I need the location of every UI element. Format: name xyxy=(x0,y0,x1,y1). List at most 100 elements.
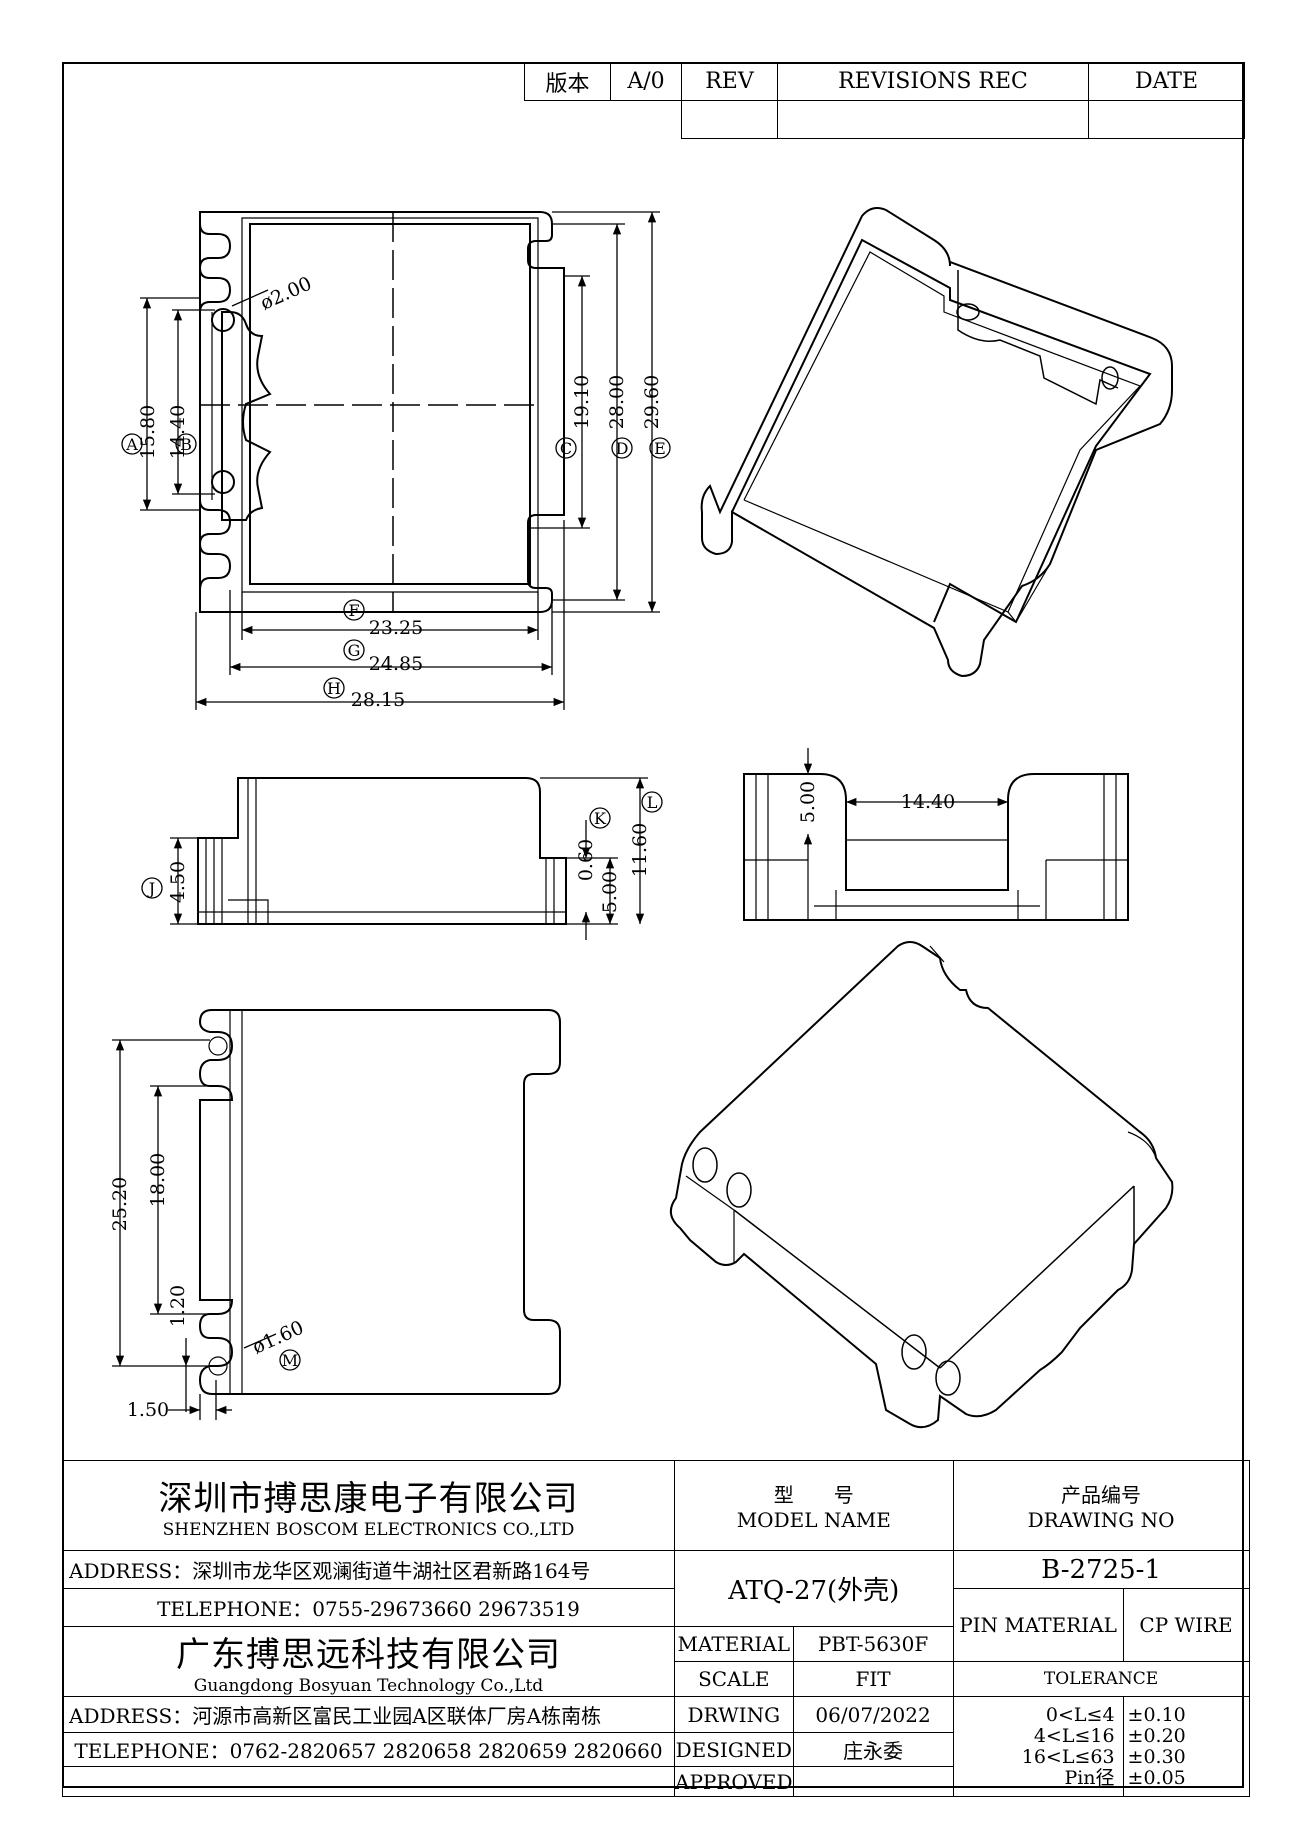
drwing-value: 06/07/2022 xyxy=(792,1696,954,1733)
tol-range-1: 0<L≤4 xyxy=(1045,1703,1115,1726)
revisions-rec-label: REVISIONS REC xyxy=(777,62,1089,101)
top-view-dimensions xyxy=(140,211,660,710)
blank-cell xyxy=(524,100,682,139)
label-C: C xyxy=(555,437,577,459)
company2-cell: 广东搏思远科技有限公司 Guangdong Bosyuan Technology… xyxy=(62,1626,675,1697)
company1-cell: 深圳市搏思康电子有限公司 SHENZHEN BOSCOM ELECTRONICS… xyxy=(62,1460,675,1551)
svg-text:F: F xyxy=(348,601,359,620)
svg-text:H: H xyxy=(327,679,341,698)
dim-b25: 25.20 xyxy=(109,1177,131,1231)
dim-b18: 18.00 xyxy=(147,1153,169,1207)
company1-name-en: SHENZHEN BOSCOM ELECTRONICS CO.,LTD xyxy=(162,1520,575,1540)
label-K: K xyxy=(589,807,611,829)
blank-row xyxy=(62,1766,675,1797)
dim-front-width: 14.40 xyxy=(901,791,955,813)
telephone2: TELEPHONE：0762-2820657 2820658 2820659 2… xyxy=(62,1732,675,1767)
drawing-label-cn: 产品编号 xyxy=(1061,1483,1142,1507)
side-view-dimensions xyxy=(170,777,648,940)
label-A: A xyxy=(121,433,143,455)
drwing-label: DRWING xyxy=(674,1696,794,1733)
company1-name-cn: 深圳市搏思康电子有限公司 xyxy=(158,1479,579,1519)
tol-range-2: 4<L≤16 xyxy=(1033,1724,1115,1747)
model-header: 型 号 MODEL NAME xyxy=(674,1460,954,1551)
isometric-view-bottom xyxy=(669,941,1174,1429)
label-M: M xyxy=(279,1349,301,1371)
pin-material-value: CP WIRE xyxy=(1122,1588,1250,1662)
material-value: PBT-5630F xyxy=(792,1626,954,1662)
scale-label: SCALE xyxy=(674,1661,794,1697)
model-label-cn: 型 号 xyxy=(773,1483,854,1507)
company2-name-en: Guangdong Bosyuan Technology Co.,Ltd xyxy=(193,1676,544,1696)
approved-value xyxy=(792,1766,954,1797)
side-view xyxy=(197,777,567,925)
title-block: 深圳市搏思康电子有限公司 SHENZHEN BOSCOM ELECTRONICS… xyxy=(62,1460,1250,1797)
svg-text:C: C xyxy=(560,439,572,458)
tol-value-1: ±0.10 xyxy=(1127,1703,1186,1726)
svg-text:L: L xyxy=(647,793,658,812)
svg-text:G: G xyxy=(348,641,361,660)
date-entry xyxy=(1088,100,1245,139)
svg-text:A: A xyxy=(125,435,138,454)
dim-E: 29.60 xyxy=(641,375,663,429)
pin-material-label: PIN MATERIAL xyxy=(952,1588,1124,1662)
svg-text:M: M xyxy=(282,1351,298,1370)
dim-hole: ø2.00 xyxy=(257,273,315,315)
isometric-view-top xyxy=(700,207,1173,678)
label-G: G xyxy=(343,639,365,661)
tolerance-label: TOLERANCE xyxy=(952,1661,1250,1697)
tol-value-3: ±0.30 xyxy=(1127,1745,1186,1768)
label-L: L xyxy=(641,791,663,813)
svg-text:K: K xyxy=(594,809,607,828)
svg-text:D: D xyxy=(616,439,629,458)
dim-D: 28.00 xyxy=(606,375,628,429)
rev-entry xyxy=(681,100,778,139)
label-D: D xyxy=(611,437,633,459)
label-E: E xyxy=(649,437,671,459)
tolerance-values: ±0.10 ±0.20 ±0.30 ±0.05 xyxy=(1122,1696,1250,1797)
label-H: H xyxy=(323,677,345,699)
front-view xyxy=(743,773,1129,921)
dim-b150: 1.50 xyxy=(127,1399,169,1421)
dim-C: 19.10 xyxy=(571,375,593,429)
dim-H: 28.15 xyxy=(351,689,405,711)
date-label: DATE xyxy=(1088,62,1245,101)
svg-text:B: B xyxy=(180,435,192,454)
top-view xyxy=(198,211,565,613)
material-label: MATERIAL xyxy=(674,1626,794,1662)
telephone1: TELEPHONE：0755-29673660 29673519 xyxy=(62,1588,675,1627)
rev-label: REV xyxy=(681,62,778,101)
label-F: F xyxy=(343,599,365,621)
drawing-value: B-2725-1 xyxy=(952,1550,1250,1589)
drawing-header: 产品编号 DRAWING NO xyxy=(952,1460,1250,1551)
dim-front5: 5.00 xyxy=(797,781,819,823)
tol-range-3: 16<L≤63 xyxy=(1021,1745,1115,1768)
revision-entry xyxy=(777,100,1089,139)
dim-side5: 5.00 xyxy=(599,871,621,913)
dim-G: 24.85 xyxy=(369,653,423,675)
version-value: A/0 xyxy=(610,62,682,101)
svg-text:J: J xyxy=(147,879,155,898)
address2: ADDRESS：河源市高新区富民工业园A区联体厂房A栋南栋 xyxy=(62,1696,675,1733)
dim-B: 14.40 xyxy=(167,405,189,459)
dim-M: ø1.60 xyxy=(249,1317,307,1359)
version-label: 版本 xyxy=(524,62,611,101)
designed-label: DESIGNED xyxy=(674,1732,794,1767)
bottom-view-dimensions xyxy=(112,1039,277,1420)
dim-A: 15.80 xyxy=(137,405,159,459)
dim-K: 0.60 xyxy=(575,839,597,881)
model-value: ATQ-27(外壳) xyxy=(674,1550,954,1627)
svg-text:E: E xyxy=(654,439,666,458)
label-B: B xyxy=(175,433,197,455)
tol-value-2: ±0.20 xyxy=(1127,1724,1186,1747)
revision-table: 版本 A/0 REV REVISIONS REC DATE xyxy=(524,62,1245,139)
company2-name-cn: 广东搏思远科技有限公司 xyxy=(176,1635,561,1675)
drawing-label-en: DRAWING NO xyxy=(1027,1508,1175,1532)
model-label-en: MODEL NAME xyxy=(736,1508,891,1532)
approved-label: APPROVED xyxy=(674,1766,794,1797)
designed-value: 庄永委 xyxy=(792,1732,954,1767)
tolerance-ranges: 0<L≤4 4<L≤16 16<L≤63 Pin径 xyxy=(952,1696,1124,1797)
dim-J: 4.50 xyxy=(167,861,189,903)
address1: ADDRESS：深圳市龙华区观澜街道牛湖社区君新路164号 xyxy=(62,1550,675,1589)
dim-F: 23.25 xyxy=(369,617,423,639)
